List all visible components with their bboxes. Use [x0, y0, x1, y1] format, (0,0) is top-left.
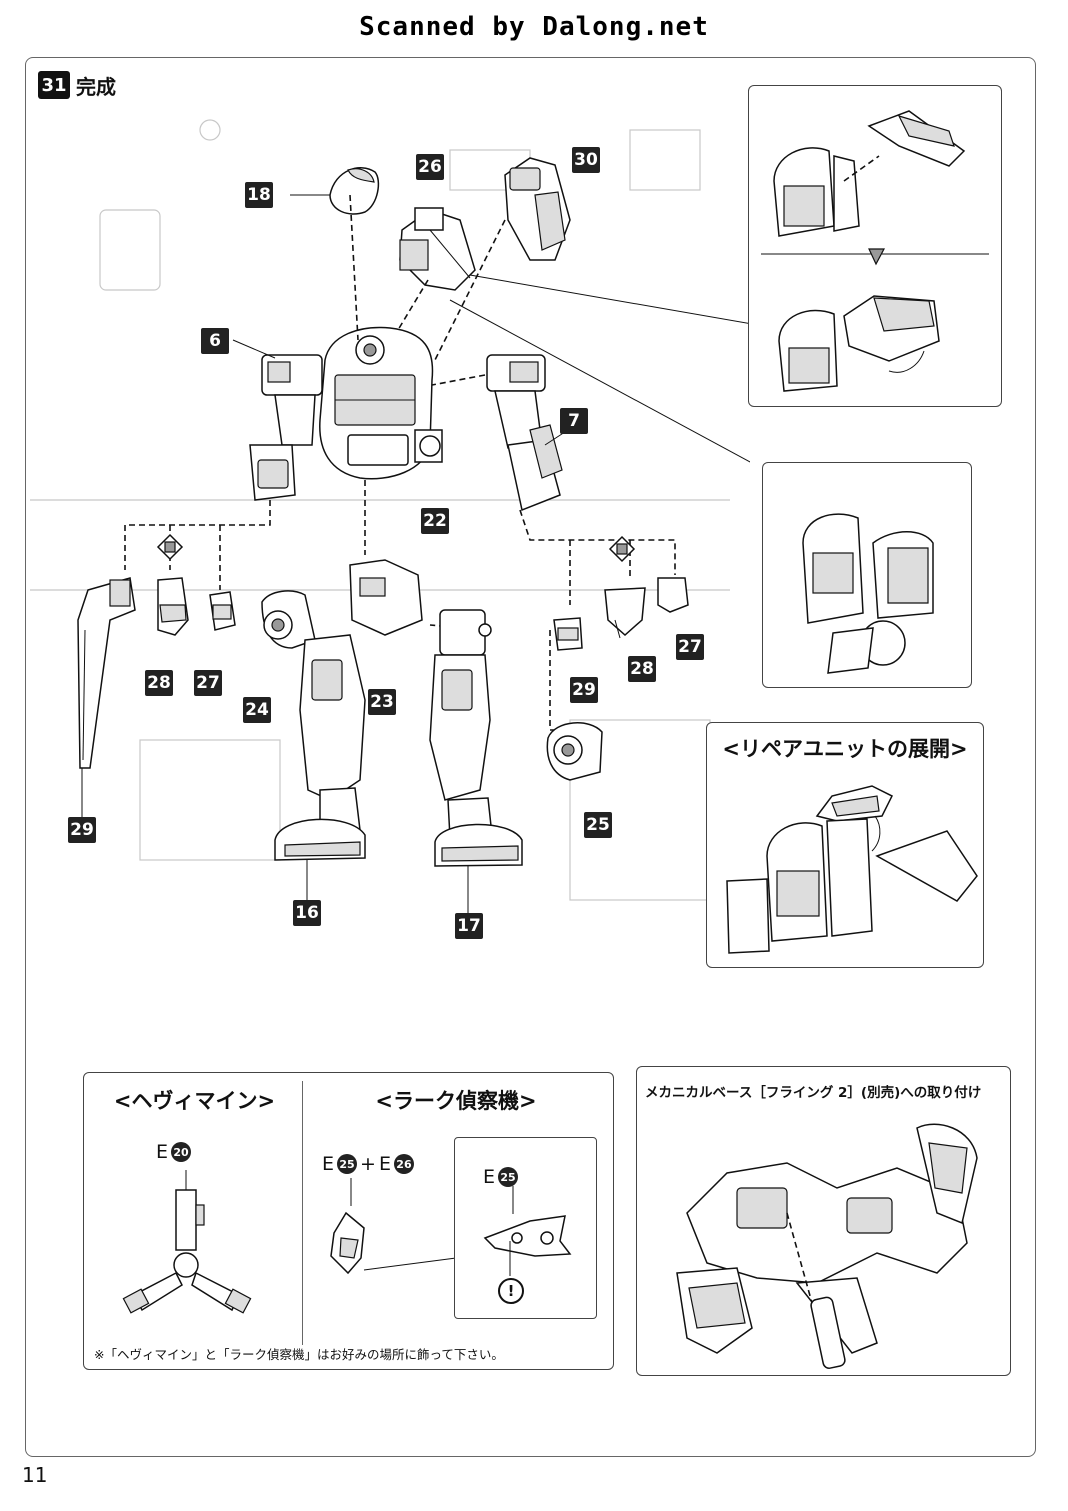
hand-fist-left	[209, 591, 236, 631]
part-tag-27-left: 27	[194, 670, 222, 696]
torso-part	[319, 326, 443, 480]
mount-panel: メカニカルベース［フライング 2］(別売)への取り付け	[636, 1066, 1011, 1376]
backpack-attach-illustration	[761, 110, 989, 392]
part-tag-28-right: 28	[628, 656, 656, 682]
bleed-through-ghost	[30, 119, 730, 901]
hand-grip-right	[657, 577, 689, 613]
repair-pod-part	[504, 157, 571, 261]
side-pod-part	[546, 722, 603, 781]
page-number: 11	[22, 1463, 48, 1487]
part-tag-27-right: 27	[676, 634, 704, 660]
lark-ref-letter-b: E	[378, 1153, 391, 1175]
lark-plus: +	[360, 1153, 376, 1175]
part-tag-24: 24	[243, 697, 271, 723]
leg-right-part	[429, 609, 523, 867]
pod-attach-illustration	[802, 513, 934, 674]
backpack-part	[399, 207, 476, 291]
part-tag-7: 7	[560, 408, 588, 434]
repair-unit-illustration	[726, 785, 978, 954]
page-frame	[25, 57, 1036, 1457]
part-tag-22: 22	[421, 508, 449, 534]
arm-left-part	[249, 354, 323, 501]
shoulder-pod-part	[261, 590, 316, 649]
exploded-assembly-diagram	[30, 119, 750, 915]
part-tag-30: 30	[572, 147, 600, 173]
part-tag-25: 25	[584, 812, 612, 838]
heavy-mine-illustration	[122, 1170, 252, 1314]
heavy-mine-title: <ヘヴィマイン>	[113, 1089, 276, 1113]
lark-title: <ラーク偵察機>	[375, 1089, 537, 1113]
lark-ref-letter-a: E	[322, 1153, 335, 1175]
heavy-mine-ref-number: 20	[171, 1142, 192, 1162]
heavy-mine-part-ref: E 20	[156, 1141, 192, 1163]
part-tag-29-left: 29	[68, 817, 96, 843]
repair-unit-callout: <リペアユニットの展開>	[706, 722, 984, 968]
heavy-mine-ref-letter: E	[156, 1141, 169, 1163]
rifle-part	[77, 577, 136, 769]
lark-illustration	[330, 1178, 457, 1275]
arm-right-part	[486, 354, 563, 512]
part-tag-23: 23	[368, 689, 396, 715]
mount-title: メカニカルベース［フライング 2］(別売)への取り付け	[645, 1085, 982, 1101]
part-tag-16: 16	[293, 900, 321, 926]
lark-ref-number-a: 25	[337, 1154, 358, 1174]
hand-fist-right	[553, 617, 583, 651]
part-tag-6: 6	[201, 328, 229, 354]
lark-part-refs: E 25 + E 26	[322, 1153, 414, 1175]
lark-inset-ref-number: 25	[498, 1167, 519, 1187]
part-tag-17: 17	[455, 913, 483, 939]
backpack-attach-callout	[748, 85, 1002, 407]
lark-inset-illustration	[483, 1186, 572, 1276]
hip-part	[349, 559, 423, 636]
hand-open-left	[157, 577, 189, 636]
repair-unit-title: <リペアユニットの展開>	[722, 737, 968, 761]
lark-inset: E 25 !	[454, 1137, 597, 1319]
accessories-divider	[302, 1081, 303, 1345]
part-tag-29-right: 29	[570, 677, 598, 703]
step-number: 31	[38, 71, 70, 99]
leg-left-part	[274, 634, 366, 861]
head-part	[329, 167, 380, 215]
part-tag-28-left: 28	[145, 670, 173, 696]
lark-ref-number-b: 26	[393, 1154, 414, 1174]
hand-swap-marker-right	[608, 535, 636, 563]
part-tag-26: 26	[416, 154, 444, 180]
part-tag-18: 18	[245, 182, 273, 208]
hand-swap-marker-left	[156, 533, 184, 561]
scan-credit: Scanned by Dalong.net	[359, 12, 709, 42]
accessories-panel: <ヘヴィマイン> E 20 <ラーク偵察機> E 25 + E 26 E 25	[83, 1072, 614, 1370]
step-title: 完成	[76, 74, 116, 99]
display-note: ※「ヘヴィマイン」と「ラーク偵察機」はお好みの場所に飾って下さい。	[94, 1347, 504, 1362]
hand-open-right	[604, 587, 646, 639]
lark-inset-ref-letter: E	[483, 1166, 496, 1188]
caution-icon: !	[498, 1278, 524, 1304]
pod-attach-callout	[762, 462, 972, 688]
step-heading: 31 完成	[38, 70, 116, 100]
mount-illustration	[676, 1123, 978, 1369]
lark-inset-part-ref: E 25	[483, 1166, 519, 1188]
